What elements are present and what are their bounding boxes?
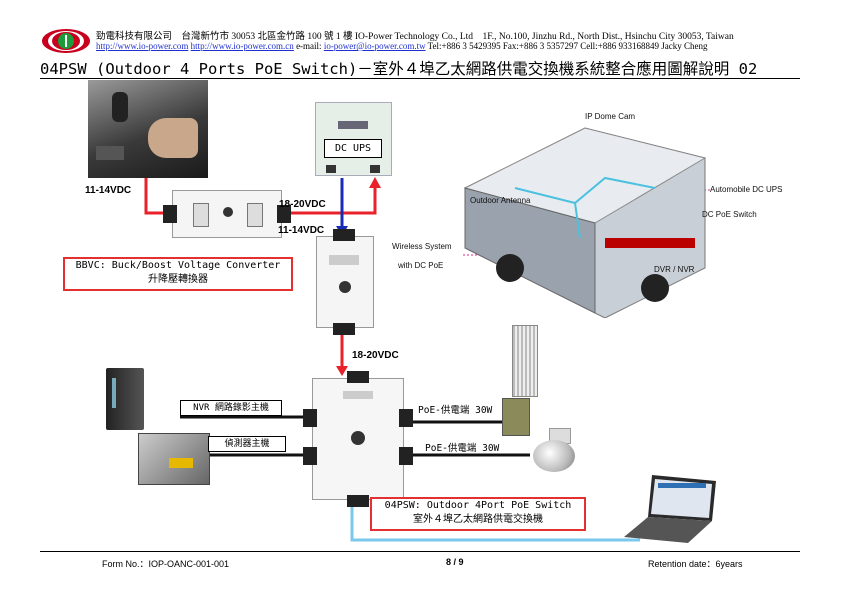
psw-switch-device bbox=[303, 371, 413, 507]
form-number: Form No.：IOP-OANC-001-001 bbox=[102, 559, 230, 569]
footer-rule bbox=[40, 551, 800, 552]
page-title: 04PSW (Outdoor 4 Ports PoE Switch)－室外４埠乙… bbox=[40, 60, 758, 78]
voltage-ups-label: 18-20VDC bbox=[279, 199, 326, 210]
dome-camera bbox=[527, 428, 581, 474]
voltage-return-label: 11-14VDC bbox=[278, 225, 325, 236]
wireless-antenna bbox=[512, 325, 538, 397]
car-interior-photo bbox=[88, 80, 208, 178]
voltage-input-label: 11-14VDC bbox=[85, 185, 132, 196]
nvr-device bbox=[106, 368, 144, 430]
bus-illustration bbox=[455, 118, 715, 319]
wire-bbvc-to-ups bbox=[278, 186, 377, 215]
bus-ups-label: Automobile DC UPS bbox=[710, 185, 783, 194]
poe-port-1-label: PoE-供電端 30W bbox=[418, 405, 493, 416]
bbvc-label-zh: 升降壓轉換器 bbox=[148, 274, 208, 285]
detector-device bbox=[138, 433, 210, 485]
email-label: e-mail: bbox=[296, 41, 322, 51]
email-link[interactable]: io-power@io-power.com.tw bbox=[323, 41, 426, 51]
website-cn-link[interactable]: http://www.io-power.com.cn bbox=[190, 41, 294, 51]
bus-wireless-label-1: Wireless System bbox=[392, 242, 452, 251]
detector-label: 偵測器主機 bbox=[208, 436, 286, 452]
page-number: 8 / 9 bbox=[446, 557, 464, 567]
poe-port-2-label: PoE-供電端 30W bbox=[425, 443, 500, 454]
bbvc-converter-device bbox=[163, 190, 291, 238]
bus-dvr-label: DVR / NVR bbox=[654, 265, 695, 274]
bus-poe-switch-label: DC PoE Switch bbox=[702, 210, 757, 219]
bus-wireless-label-2: with DC PoE bbox=[398, 261, 444, 270]
retention-date: Retention date：6years bbox=[648, 559, 743, 569]
bbvc-converter-vertical-device bbox=[316, 229, 374, 335]
io-power-logo bbox=[42, 29, 90, 53]
company-line: 勁電科技有限公司 台灣新竹市 30053 北區金竹路 100 號 1 樓 IO-… bbox=[96, 32, 734, 42]
psw-label-box: 04PSW: Outdoor 4Port PoE Switch 室外４埠乙太網路… bbox=[370, 497, 586, 531]
laptop bbox=[624, 475, 716, 543]
psw-label-en: 04PSW: Outdoor 4Port PoE Switch bbox=[384, 500, 572, 511]
wireless-radio-box bbox=[502, 398, 530, 436]
phone-numbers: Tel:+886 3 5429395 Fax:+886 3 5357297 Ce… bbox=[427, 41, 708, 51]
bbvc-label-box: BBVC: Buck/Boost Voltage Converter 升降壓轉換… bbox=[63, 257, 293, 291]
contact-line: http://www.io-power.com http://www.io-po… bbox=[96, 41, 708, 51]
nvr-label: NVR 網路錄影主機 bbox=[180, 400, 282, 416]
wire-laptop bbox=[350, 500, 640, 542]
website-link[interactable]: http://www.io-power.com bbox=[96, 41, 189, 51]
bbvc-label-en: BBVC: Buck/Boost Voltage Converter bbox=[75, 260, 281, 271]
dc-ups-label: DC UPS bbox=[324, 139, 382, 158]
title-underline bbox=[40, 78, 800, 79]
psw-label-zh: 室外４埠乙太網路供電交換機 bbox=[413, 514, 543, 525]
bus-ip-dome-label: IP Dome Cam bbox=[585, 112, 636, 121]
voltage-output-label: 18-20VDC bbox=[352, 350, 399, 361]
bus-antenna-label: Outdoor Antenna bbox=[470, 196, 531, 205]
